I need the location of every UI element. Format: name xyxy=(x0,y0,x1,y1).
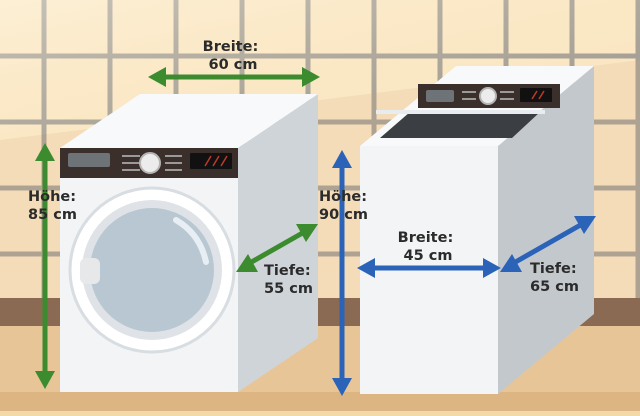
top-loader-width-arrow xyxy=(357,258,501,278)
top-loader-height-arrow xyxy=(332,150,352,396)
top-loader-width-label: Breite: 45 cm xyxy=(398,230,459,264)
front-loader-depth-label: Tiefe: 55 cm xyxy=(264,263,316,297)
front-loader-height-arrow xyxy=(35,143,55,389)
front-loader-depth-arrow xyxy=(236,224,318,272)
top-loader-depth-arrow xyxy=(500,216,596,272)
front-loader-width-arrow xyxy=(148,67,320,87)
top-loader-height-label: Höhe: 90 cm xyxy=(319,189,372,223)
top-loader-dial-icon xyxy=(479,87,497,105)
top-loader-lid xyxy=(380,112,540,138)
front-loader-dial-icon xyxy=(139,152,161,174)
top-loader-depth-label: Tiefe: 65 cm xyxy=(530,261,582,295)
front-loader-height-label: Höhe: 85 cm xyxy=(28,189,81,223)
front-loader-width-label: Breite: 60 cm xyxy=(203,39,264,73)
front-loader-washer xyxy=(60,94,318,392)
